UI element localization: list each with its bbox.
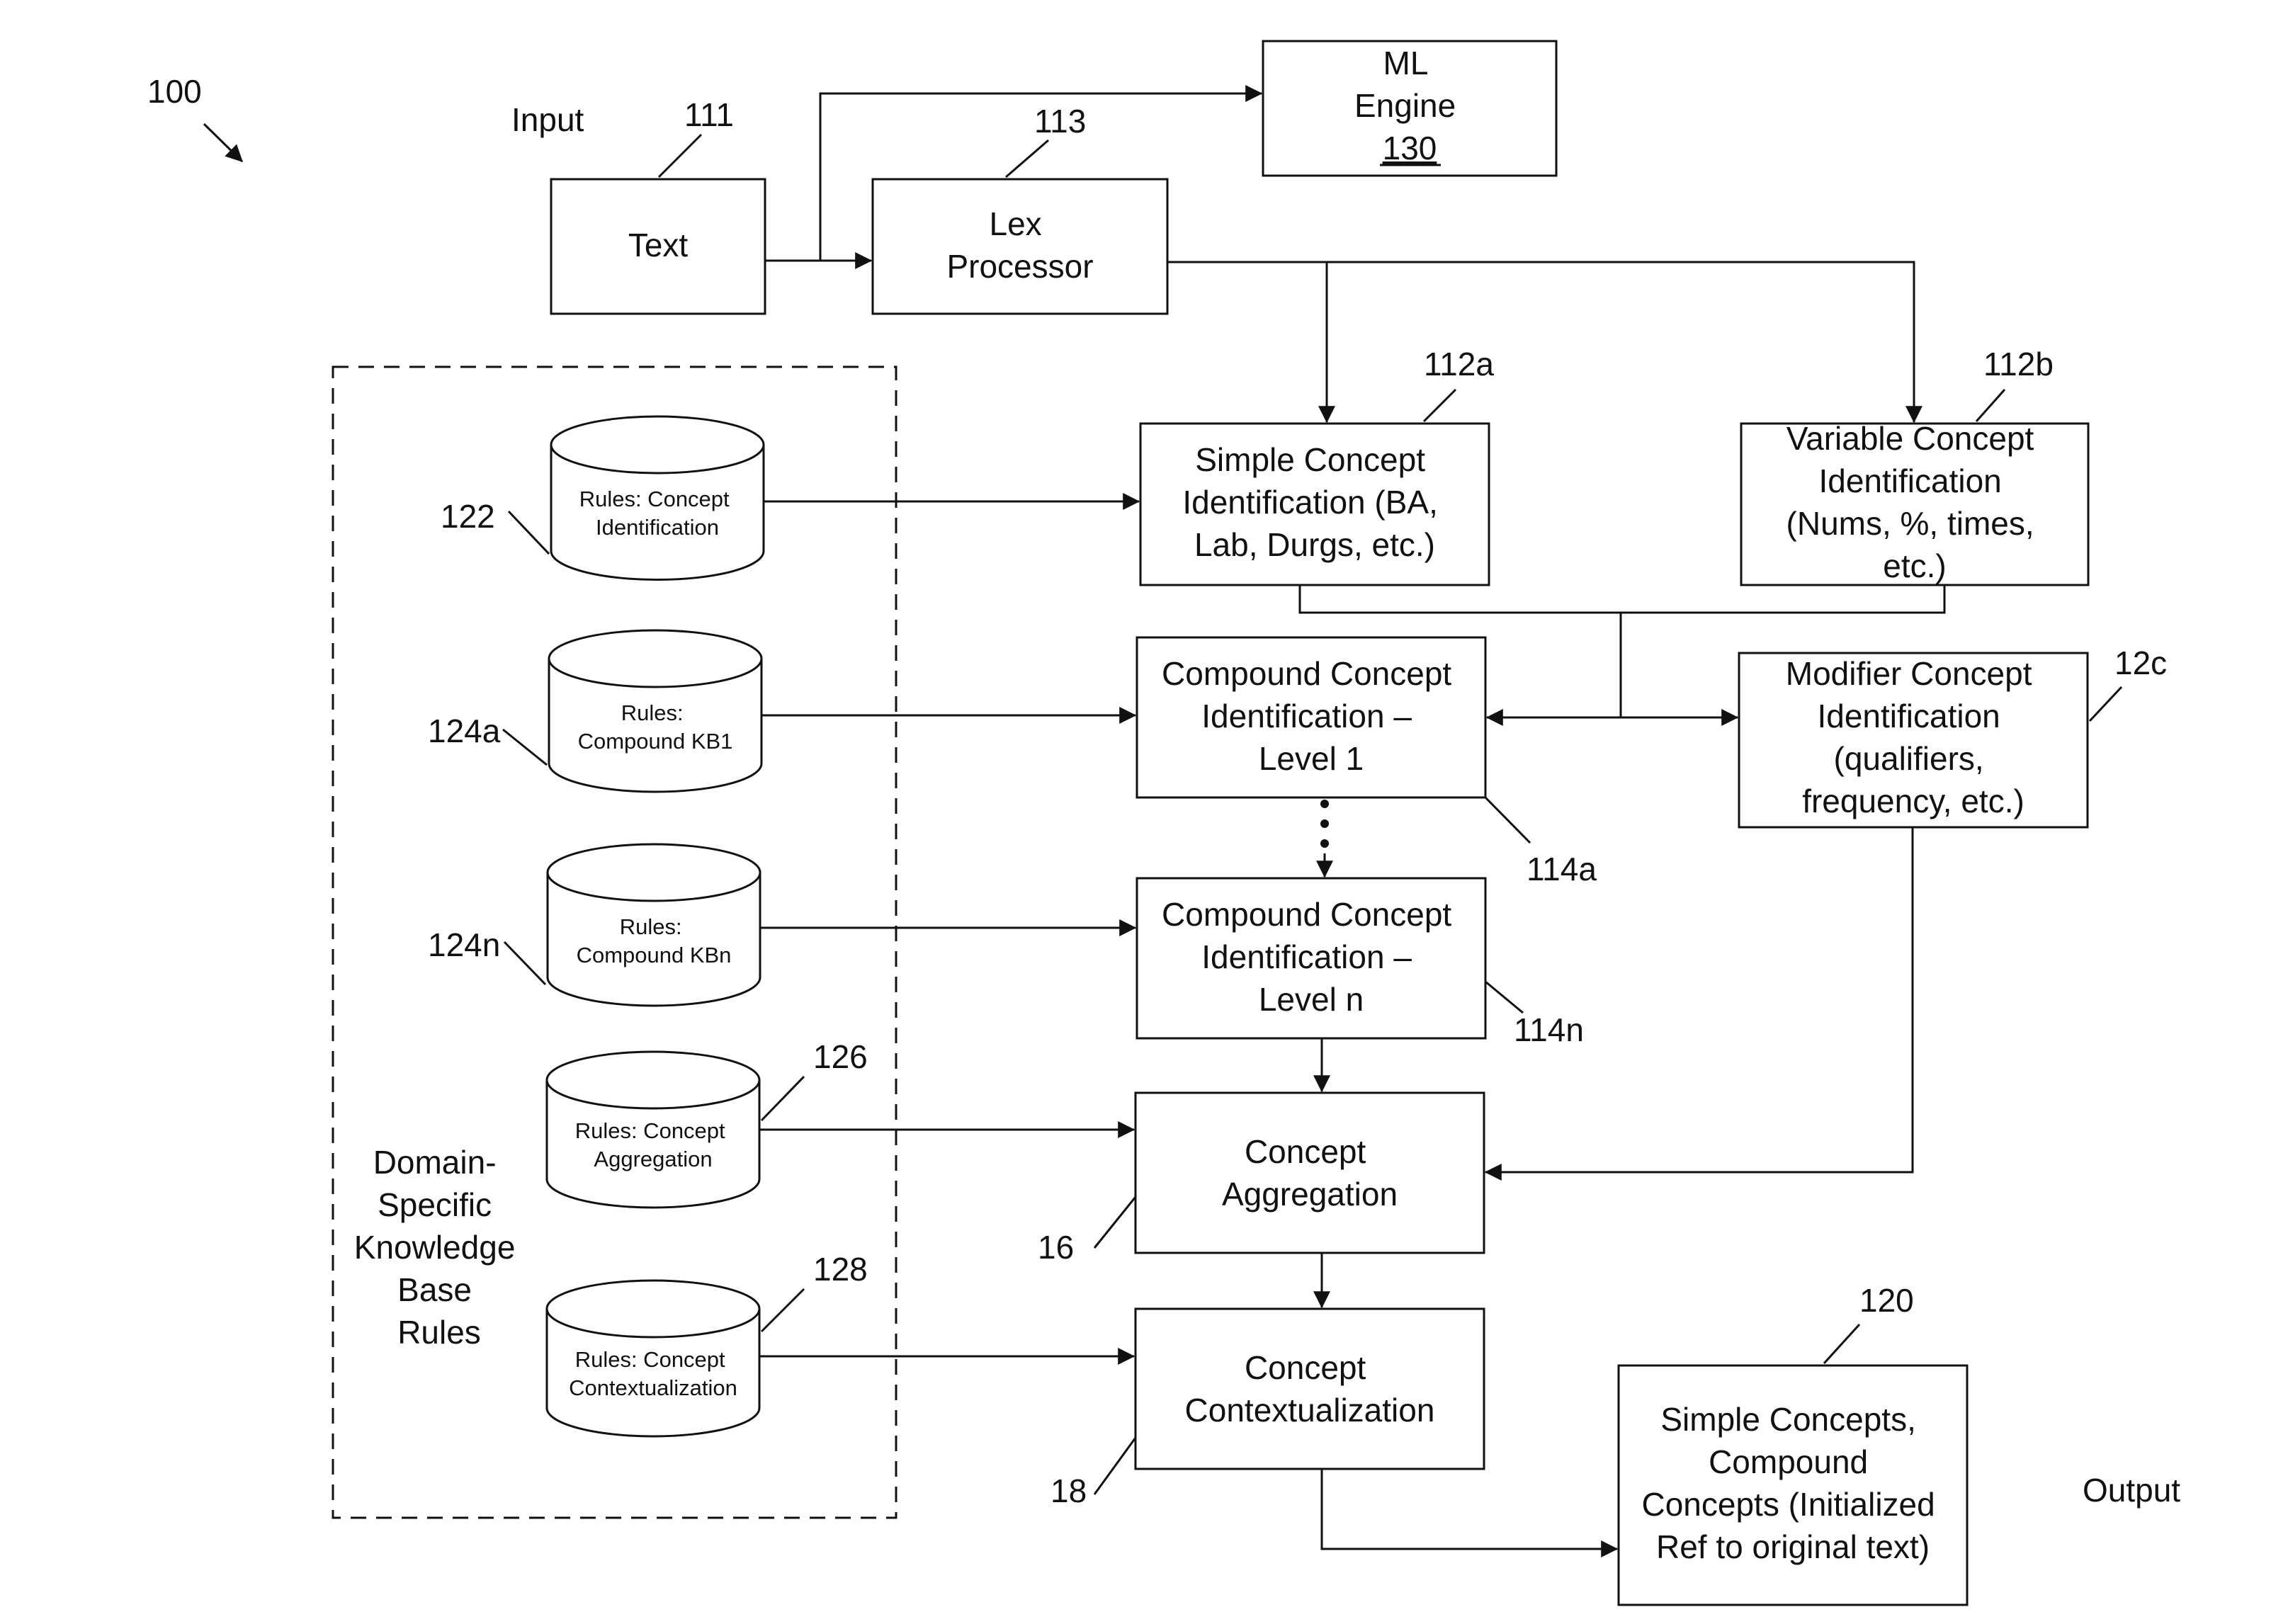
contextualization-to-output-arrow — [1322, 1469, 1617, 1549]
rules-compound-kb1-db: Rules: Compound KB1 — [549, 630, 761, 792]
concept-aggregation-ref: 16 — [1038, 1229, 1074, 1266]
output-box-ref: 120 — [1859, 1282, 1914, 1319]
lex-processor-box — [873, 179, 1167, 314]
lex-processor-leader — [1006, 140, 1048, 177]
rules-124a-leader — [503, 729, 547, 765]
figure-ref: 100 — [147, 73, 202, 110]
rules-concept-contextualization-db: Rules: Concept Contextualization — [547, 1281, 759, 1436]
rules-concept-aggregation-ref: 126 — [813, 1038, 868, 1075]
output-label: Output — [2083, 1472, 2180, 1509]
lex-to-variable-arrow — [1167, 262, 1914, 422]
concept-aggregation-leader — [1094, 1197, 1136, 1248]
rules-concept-contextualization-ref: 128 — [813, 1251, 868, 1288]
text-box-ref: 111 — [684, 96, 734, 133]
text-box-leader — [659, 135, 701, 177]
compound1-to-compoundn-dots — [1320, 800, 1329, 877]
compound-leveln-ref: 114n — [1514, 1011, 1584, 1048]
compound-leveln-leader — [1485, 982, 1523, 1013]
rules-concept-identification-ref: 122 — [441, 498, 495, 535]
variable-concept-ref: 112b — [1983, 346, 2054, 382]
rules-concept-aggregation-db: Rules: Concept Aggregation — [547, 1052, 759, 1208]
rules-128-leader — [761, 1289, 804, 1331]
output-box-leader — [1824, 1324, 1859, 1363]
merge-simple-variable — [1300, 585, 1944, 613]
figure-ref-arrow — [204, 124, 242, 161]
rules-compound-kb1-ref: 124a — [428, 712, 501, 749]
concept-aggregation-box — [1136, 1093, 1484, 1253]
input-label: Input — [511, 101, 584, 138]
knowledge-base-title: Domain- Specific Knowledge Base Rules — [354, 1144, 524, 1351]
simple-concept-leader — [1424, 390, 1456, 421]
compound-level1-ref: 114a — [1527, 851, 1597, 887]
modifier-concept-ref: 12c — [2114, 645, 2167, 681]
concept-contextualization-leader — [1094, 1438, 1136, 1494]
lex-processor-ref: 113 — [1034, 103, 1086, 140]
rules-concept-identification-db: Rules: Concept Identification — [551, 416, 764, 580]
variable-concept-leader — [1976, 390, 2005, 421]
simple-concept-label: Simple Concept Identification (BA, Lab, … — [1182, 441, 1446, 563]
rules-126-leader — [761, 1077, 804, 1120]
concept-contextualization-box — [1136, 1309, 1484, 1469]
rules-122-leader — [509, 511, 549, 554]
simple-concept-ref: 112a — [1424, 346, 1494, 382]
rules-compound-kbn-db: Rules: Compound KBn — [548, 844, 760, 1006]
compound-level1-leader — [1485, 797, 1530, 843]
text-box-label: Text — [628, 227, 689, 263]
modifier-concept-leader — [2090, 687, 2122, 721]
rules-compound-kbn-ref: 124n — [428, 926, 500, 963]
concept-contextualization-ref: 18 — [1050, 1472, 1087, 1509]
rules-124n-leader — [504, 942, 545, 984]
